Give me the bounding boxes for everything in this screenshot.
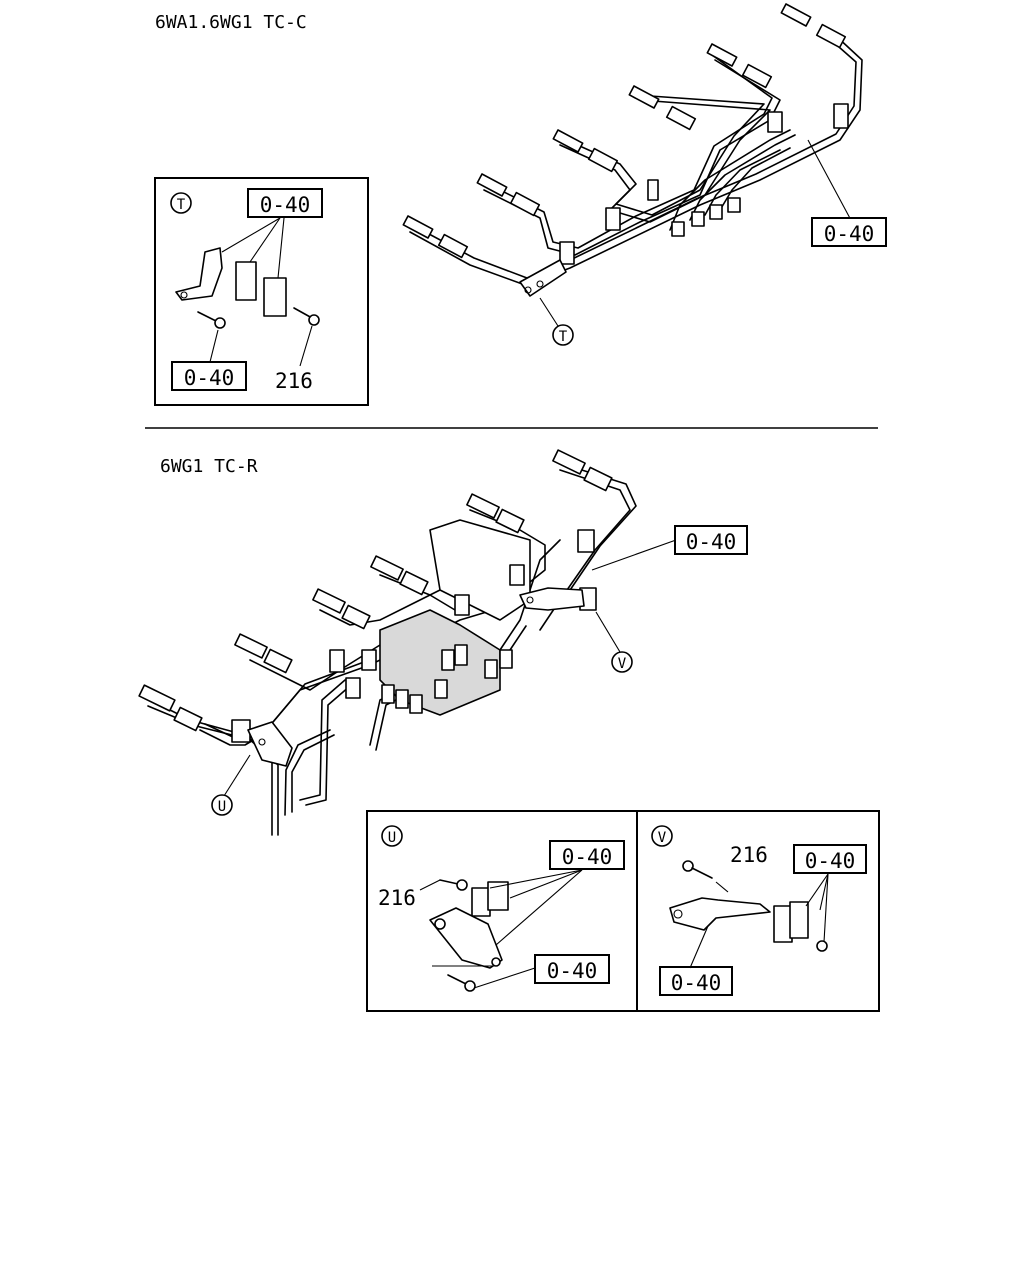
detail-u-letter: U xyxy=(388,830,396,846)
detail-u-ref-bottom: 0-40 xyxy=(547,959,598,983)
detail-t-ref-bottom: 0-40 xyxy=(184,366,235,390)
detail-u-ref-top: 0-40 xyxy=(562,845,613,869)
lower-pipe-assembly xyxy=(138,449,637,836)
callout-v-label: V xyxy=(618,656,627,672)
detail-uv-panel: U 0-40 0-40 216 V 0-40 0-40 216 xyxy=(366,810,880,1012)
upper-pipe-assembly xyxy=(402,3,863,297)
upper-nozzles xyxy=(402,3,847,259)
callout-u-circle xyxy=(211,794,233,816)
lower-nozzles xyxy=(138,449,613,732)
detail-v-part-216: 216 xyxy=(730,843,768,867)
callout-t-circle xyxy=(552,324,574,346)
upper-title: 6WA1.6WG1 TC-C xyxy=(155,12,307,33)
lower-title: 6WG1 TC-R xyxy=(160,456,258,477)
detail-t-panel: T 0-40 0-40 216 xyxy=(154,177,369,406)
detail-t-part-216: 216 xyxy=(275,369,313,393)
lower-ref-box xyxy=(674,525,748,555)
detail-v-letter: V xyxy=(658,830,667,846)
detail-v-ref-bottom: 0-40 xyxy=(671,971,722,995)
detail-t-letter: T xyxy=(177,197,186,213)
detail-v-ref-top: 0-40 xyxy=(805,849,856,873)
callout-t-label: T xyxy=(559,329,568,345)
callout-u-label: U xyxy=(218,799,226,815)
callout-v-circle xyxy=(611,651,633,673)
upper-ref-box xyxy=(811,217,887,247)
lower-ref-label: 0-40 xyxy=(686,530,737,554)
upper-ref-label: 0-40 xyxy=(824,222,875,246)
detail-u-part-216: 216 xyxy=(378,886,416,910)
detail-t-ref-top: 0-40 xyxy=(260,193,311,217)
